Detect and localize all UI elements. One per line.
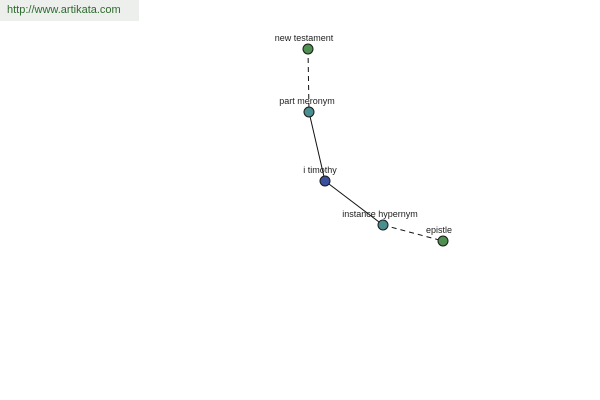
node-label-new-testament[interactable]: new testament bbox=[275, 33, 334, 43]
node-label-i-timothy[interactable]: i timothy bbox=[303, 165, 337, 175]
node-marker-epistle[interactable] bbox=[437, 235, 449, 247]
node-new-testament[interactable]: new testament bbox=[275, 33, 334, 55]
site-url-link[interactable]: http://www.artikata.com bbox=[0, 0, 139, 21]
node-marker-new-testament[interactable] bbox=[302, 43, 314, 55]
edge-i-timothy-to-instance-hypernym bbox=[324, 180, 384, 226]
node-marker-part-meronym[interactable] bbox=[303, 106, 315, 118]
node-part-meronym[interactable]: part meronym bbox=[279, 96, 335, 118]
node-instance-hypernym[interactable]: instance hypernym bbox=[342, 209, 418, 231]
node-i-timothy[interactable]: i timothy bbox=[303, 165, 337, 187]
node-marker-i-timothy[interactable] bbox=[319, 175, 331, 187]
edge-part-meronym-to-i-timothy bbox=[308, 111, 326, 182]
edge-instance-hypernym-to-epistle bbox=[382, 224, 444, 242]
node-label-part-meronym[interactable]: part meronym bbox=[279, 96, 335, 106]
node-label-instance-hypernym[interactable]: instance hypernym bbox=[342, 209, 418, 219]
node-marker-instance-hypernym[interactable] bbox=[377, 219, 389, 231]
node-label-epistle[interactable]: epistle bbox=[426, 225, 452, 235]
edge-new-testament-to-part-meronym bbox=[307, 48, 310, 113]
node-epistle[interactable]: epistle bbox=[426, 225, 452, 247]
